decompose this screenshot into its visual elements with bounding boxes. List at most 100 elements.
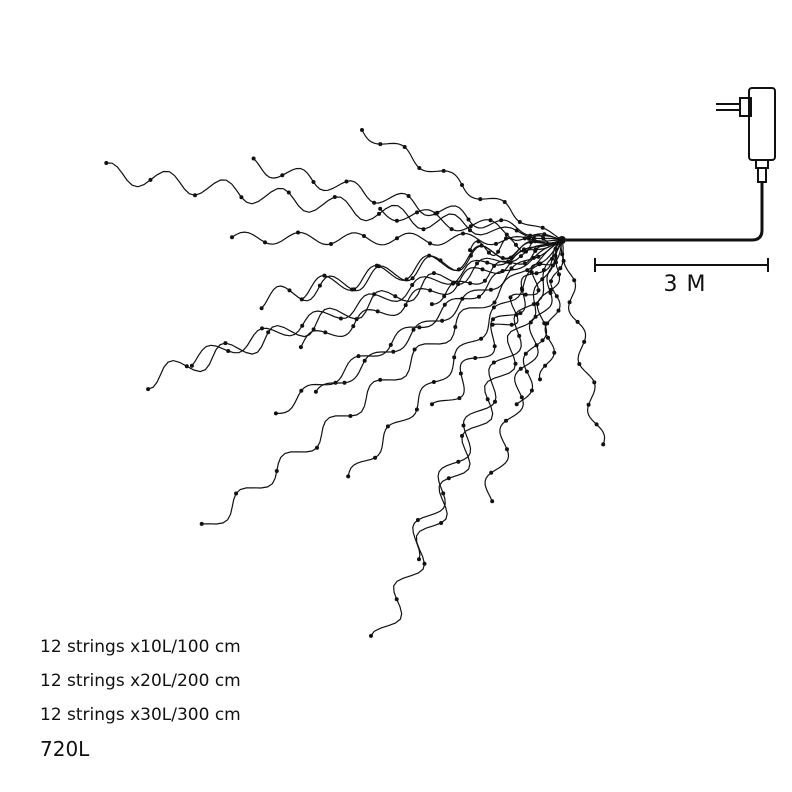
led-bulb — [504, 232, 509, 237]
led-bulb — [280, 173, 285, 178]
led-bulb — [488, 287, 493, 292]
led-bulb — [274, 469, 279, 473]
led-bulb — [440, 318, 445, 323]
led-bulb — [338, 316, 343, 321]
light-string — [106, 162, 563, 241]
led-bulb — [260, 326, 264, 331]
led-bulb — [460, 296, 465, 301]
led-bulb — [430, 402, 434, 407]
led-bulb — [148, 177, 153, 182]
led-bulb — [533, 314, 538, 319]
led-bulb — [508, 295, 513, 300]
led-bulb — [199, 521, 204, 526]
led-bulb — [492, 344, 497, 349]
led-bulb — [410, 276, 415, 281]
led-bulb — [417, 166, 422, 170]
led-bulb — [439, 521, 444, 525]
led-bulb — [415, 518, 420, 522]
led-bulb — [429, 302, 434, 307]
led-bulb — [456, 282, 461, 287]
led-bulb — [104, 161, 109, 165]
led-bulb — [482, 278, 487, 283]
led-bulb — [452, 355, 457, 360]
led-bulb — [477, 294, 481, 299]
led-bulb — [514, 312, 519, 317]
led-bulb — [251, 156, 256, 161]
led-bulb — [540, 225, 545, 230]
led-bulb — [391, 349, 396, 354]
led-bulb — [146, 387, 151, 392]
led-bulb — [542, 321, 547, 326]
led-bulb — [494, 241, 498, 246]
led-bulb — [431, 380, 436, 384]
led-bulb — [322, 273, 327, 278]
led-bulb — [529, 388, 534, 393]
led-bulb — [223, 341, 228, 346]
led-bulb — [351, 324, 356, 329]
led-bulb — [313, 389, 318, 394]
spec-line-2: 12 strings x20L/200 cm — [40, 671, 241, 691]
led-bulb — [453, 325, 458, 329]
led-bulb — [193, 193, 197, 198]
led-bulb — [263, 240, 267, 245]
led-bulb — [492, 300, 497, 305]
led-bulb — [545, 321, 550, 326]
led-bulb — [411, 327, 416, 332]
led-bulb — [266, 330, 271, 335]
led-bulb — [311, 180, 316, 184]
led-bulb — [522, 261, 527, 266]
led-bulb — [350, 287, 355, 292]
led-bulb — [362, 234, 366, 238]
led-bulb — [525, 268, 530, 273]
led-bulb — [412, 347, 417, 352]
led-bulb — [417, 325, 422, 330]
led-bulb — [535, 302, 540, 306]
led-bulb — [431, 271, 436, 276]
spec-total: 720L — [40, 737, 90, 761]
led-bulb — [299, 388, 304, 393]
led-bulb — [519, 286, 524, 291]
led-bulb — [468, 248, 472, 253]
led-bulb — [451, 280, 456, 285]
led-bulb — [421, 227, 426, 232]
led-bulb — [394, 218, 399, 223]
led-bulb — [329, 242, 333, 246]
led-bulb — [575, 319, 580, 324]
spec-list: 12 strings x10L/100 cm 12 strings x20L/2… — [40, 630, 241, 766]
led-bulb — [546, 335, 550, 340]
spec-line-3: 12 strings x30L/300 cm — [40, 705, 241, 725]
led-bulb — [478, 197, 483, 202]
led-bulb — [395, 236, 399, 241]
led-bulb — [461, 423, 466, 428]
light-string — [484, 239, 563, 502]
led-bulb — [317, 283, 322, 288]
led-bulb — [332, 195, 337, 199]
led-bulb — [601, 442, 606, 447]
led-bulb — [549, 279, 553, 284]
led-bulb — [490, 322, 495, 327]
led-bulb — [296, 230, 300, 235]
led-bulb — [460, 183, 464, 187]
led-bulb — [517, 333, 522, 338]
led-bulb — [468, 228, 472, 233]
led-bulb — [514, 402, 519, 407]
led-bulb — [523, 351, 528, 356]
led-bulb — [519, 395, 524, 400]
led-bulb — [582, 339, 587, 344]
led-bulb — [362, 358, 367, 363]
light-strings — [104, 128, 606, 638]
led-bulb — [410, 283, 415, 287]
led-bulb — [378, 142, 383, 147]
led-bulb — [473, 356, 478, 360]
power-adapter-icon — [716, 87, 776, 183]
led-bulb — [486, 250, 491, 255]
led-bulb — [468, 224, 473, 229]
led-bulb — [298, 345, 303, 350]
led-bulb — [442, 302, 447, 307]
led-bulb — [468, 281, 473, 286]
led-bulb — [522, 236, 527, 241]
led-bulb — [541, 236, 546, 241]
led-bulb — [372, 200, 377, 205]
